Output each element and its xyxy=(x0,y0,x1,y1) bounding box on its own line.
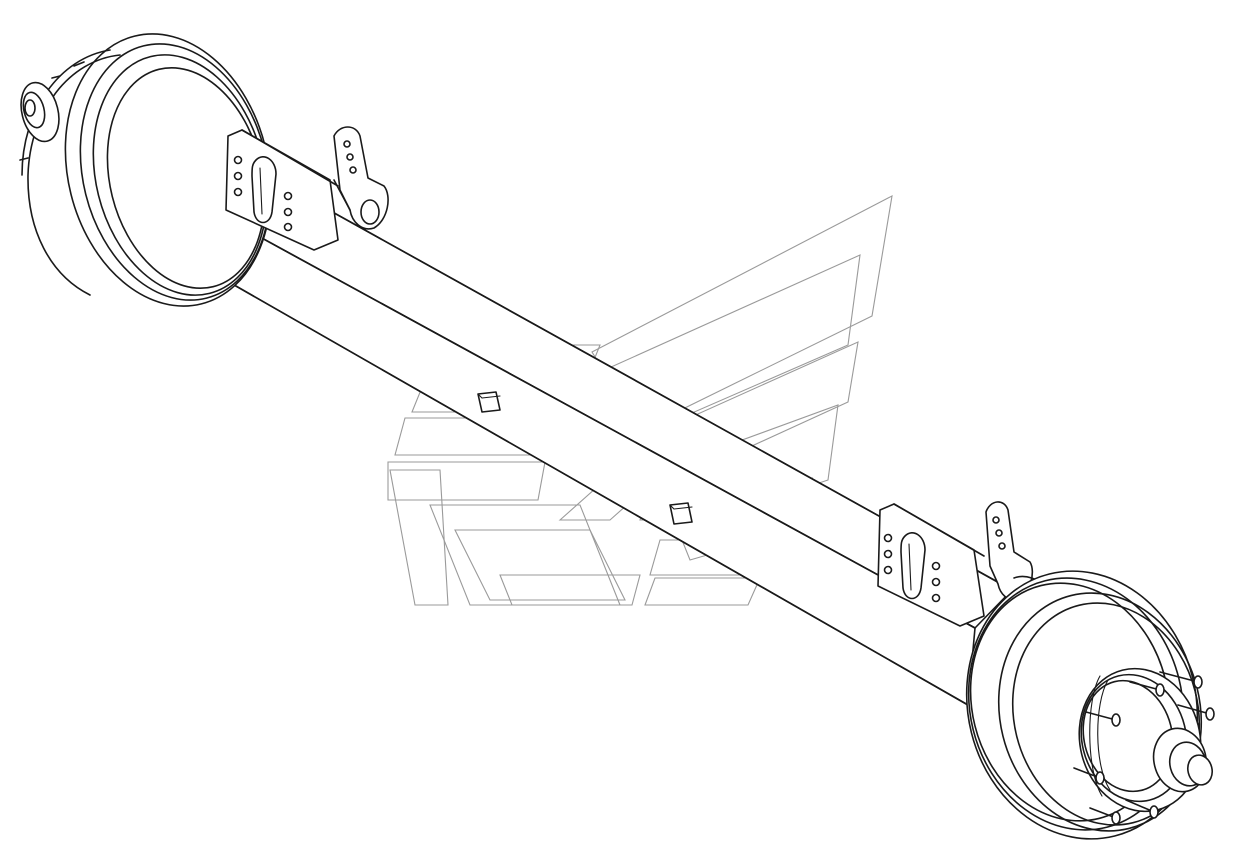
wheel-stud xyxy=(1129,681,1165,697)
spring-bracket-icon xyxy=(225,129,339,251)
beam-lug-2 xyxy=(669,502,693,525)
wheel-stud xyxy=(1089,807,1121,825)
wheel-stud xyxy=(1177,704,1215,721)
shackle-icon xyxy=(333,126,389,230)
wheel-stud xyxy=(1125,799,1159,819)
beam-lug-1 xyxy=(477,391,501,413)
wheel-hub-icon xyxy=(1073,667,1215,825)
spring-bracket-icon xyxy=(877,503,985,627)
wheel-stud xyxy=(1159,671,1203,689)
